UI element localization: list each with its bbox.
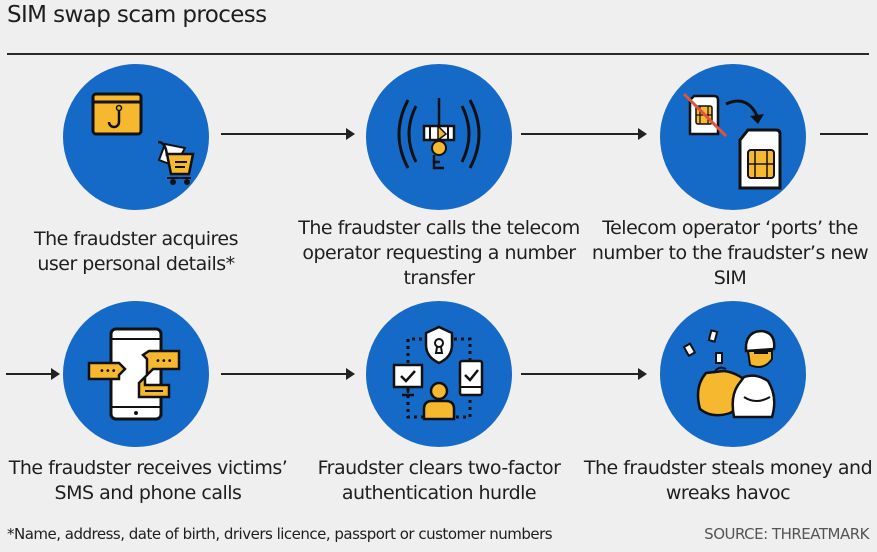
step-3-circle	[660, 64, 806, 210]
step-5-caption: Fraudster clears two-factor authenticati…	[317, 457, 561, 504]
step-1-caption: The fraudster acquires user personal det…	[34, 228, 238, 275]
step-1-circle	[63, 64, 209, 210]
cell-tower-icon	[397, 98, 481, 170]
arrow-1-to-2	[221, 128, 355, 140]
step-2-circle	[366, 64, 512, 210]
arrow-5-to-6	[521, 368, 647, 380]
step-6-caption: The fraudster steals money and wreaks ha…	[583, 457, 873, 504]
svg-text:•••: •••	[155, 356, 173, 367]
step-5-circle	[366, 301, 512, 447]
phishing-hook-cart-icon	[91, 92, 195, 185]
svg-text:•••: •••	[99, 366, 117, 377]
arrow-3-continue	[820, 133, 868, 135]
step-4-circle: ••• •••	[63, 301, 209, 447]
arrow-2-to-3	[521, 128, 647, 140]
two-factor-auth-icon	[392, 325, 484, 421]
step-2-caption: The fraudster calls the telecom operator…	[298, 217, 580, 289]
sim-swap-icon	[682, 92, 782, 190]
page-title: SIM swap scam process	[7, 2, 267, 28]
thief-money-bag-icon	[682, 329, 776, 419]
step-3-caption: Telecom operator ‘ports’ the number to t…	[591, 217, 869, 289]
title-divider	[7, 53, 869, 55]
step-4-caption: The fraudster receives victims’ SMS and …	[8, 457, 288, 504]
arrow-continue-to-4	[6, 368, 60, 380]
phone-messages-icon: ••• •••	[87, 327, 181, 421]
source-credit: SOURCE: THREATMARK	[704, 525, 869, 543]
step-6-circle	[660, 301, 806, 447]
footnote: *Name, address, date of birth, drivers l…	[7, 525, 553, 543]
arrow-4-to-5	[221, 368, 355, 380]
